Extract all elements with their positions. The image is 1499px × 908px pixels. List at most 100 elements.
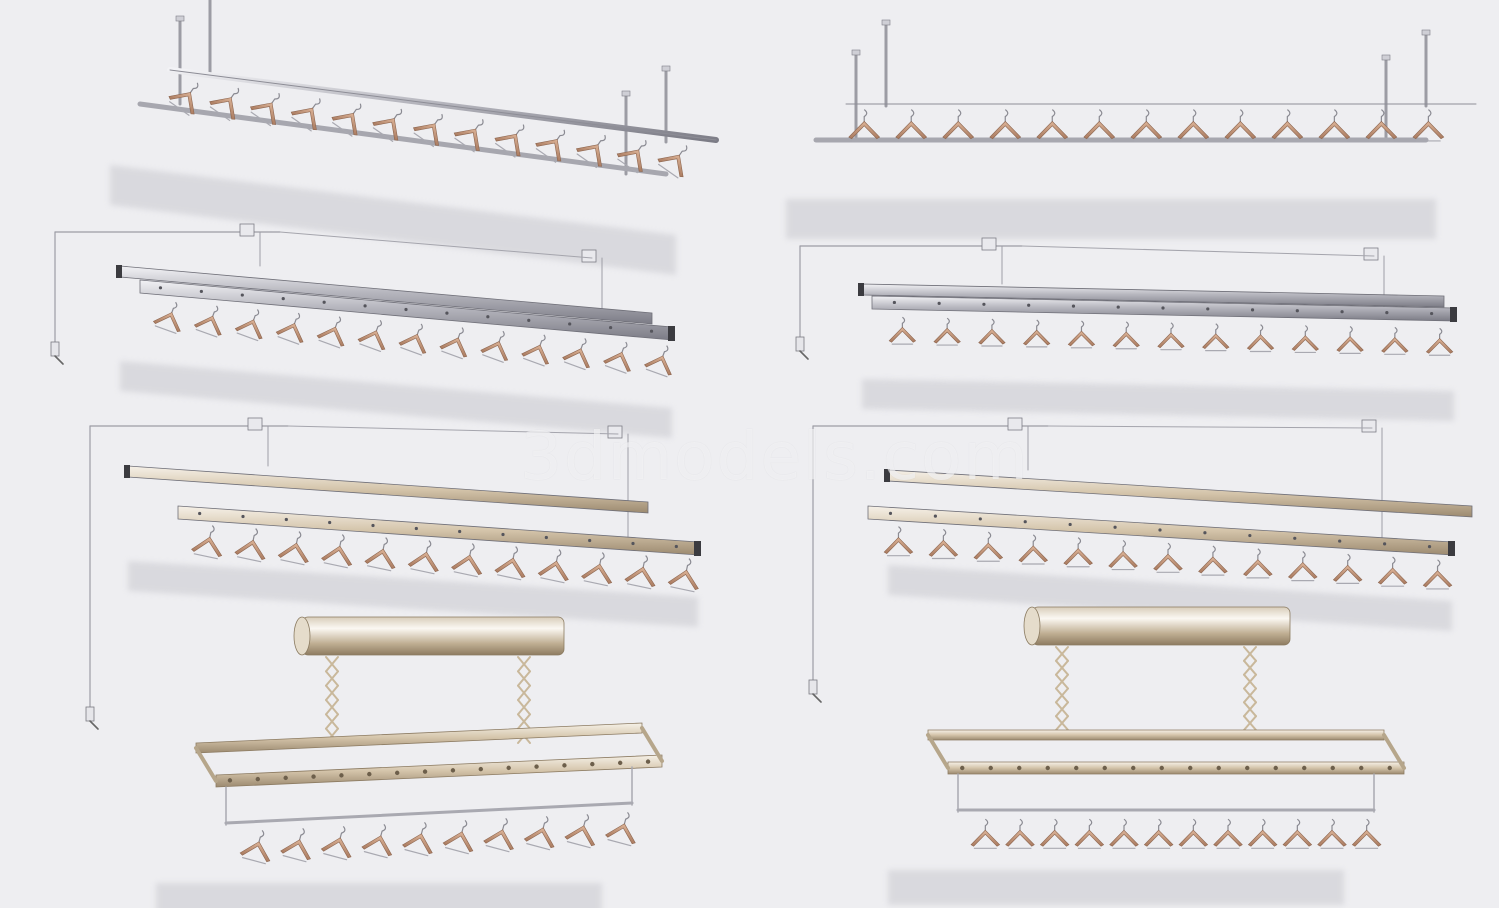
- hanger: [1039, 818, 1070, 849]
- bar-endcap: [694, 541, 701, 556]
- hanger-wood: [372, 118, 399, 141]
- hanger-bar: [576, 153, 598, 169]
- hanger-wood: [1074, 829, 1105, 847]
- hanger: [1202, 323, 1230, 352]
- frame-hole: [1131, 765, 1136, 771]
- hanger-wood: [1287, 561, 1318, 579]
- hanger-bar: [453, 571, 478, 578]
- ceiling-mount: [851, 49, 861, 56]
- hanger-wood: [364, 548, 396, 570]
- hanger: [451, 543, 483, 578]
- shadow-band: [156, 883, 602, 908]
- hanger-hook: [1170, 322, 1174, 330]
- hanger-hook: [1019, 818, 1023, 827]
- bar-hole: [1071, 304, 1076, 308]
- frame-hole: [1159, 765, 1164, 771]
- hanger-hook: [1262, 818, 1266, 827]
- hanger-bar: [291, 116, 312, 132]
- hanger-wood: [1291, 335, 1319, 351]
- hanger-wood: [234, 539, 266, 561]
- hanger-wood: [521, 344, 550, 365]
- hanger: [883, 526, 914, 557]
- hanger: [989, 109, 1022, 142]
- ceiling-mount: [1421, 29, 1431, 36]
- hanger: [624, 555, 656, 590]
- hanger-wood: [451, 554, 483, 576]
- hanger-hook: [1304, 325, 1309, 333]
- hanger-wood: [361, 835, 393, 857]
- hanger-bar: [236, 332, 259, 342]
- hanger: [412, 113, 443, 148]
- hanger-hook: [1167, 542, 1171, 551]
- hanger: [942, 109, 975, 142]
- hanger-wood: [1224, 120, 1257, 140]
- hanger-bar: [627, 583, 652, 590]
- hanger: [657, 145, 688, 179]
- scissor-arm: [1243, 701, 1257, 718]
- hanger: [523, 815, 555, 851]
- bar-hole: [1113, 525, 1117, 529]
- bar-hole: [937, 301, 941, 305]
- frame-hole: [1273, 765, 1278, 771]
- hanger-hook: [863, 109, 868, 118]
- hanger: [398, 323, 427, 356]
- hanger: [483, 817, 514, 853]
- hanger-hook: [418, 323, 423, 331]
- hanger: [250, 93, 280, 127]
- hanger-bar: [563, 361, 586, 371]
- hanger: [280, 827, 311, 863]
- bar-hole: [1206, 307, 1210, 311]
- hanger-hook: [1054, 818, 1058, 827]
- frame-hole: [534, 764, 539, 769]
- hanger: [480, 330, 509, 363]
- hanger-hook: [902, 316, 906, 324]
- frame-hole: [645, 759, 651, 764]
- hanger: [275, 312, 304, 345]
- hanger-wood: [1036, 120, 1069, 140]
- hanger: [973, 531, 1004, 562]
- hanger-hook: [1239, 109, 1244, 118]
- hanger: [168, 82, 199, 116]
- hanger: [494, 124, 525, 158]
- hanger: [442, 819, 474, 855]
- hanger-hook: [1331, 818, 1335, 827]
- hanger: [1198, 545, 1228, 576]
- scissor-arm: [1243, 673, 1257, 690]
- hanger-hook: [274, 93, 280, 100]
- hanger-hook: [396, 108, 403, 116]
- hanger-hook: [584, 813, 590, 822]
- pulley-box: [1007, 417, 1023, 431]
- bar-endcap: [1450, 307, 1457, 322]
- crank-handle: [89, 720, 99, 730]
- hanger-bar: [237, 556, 262, 563]
- hanger-wood: [483, 829, 514, 851]
- hanger-hook: [1051, 109, 1056, 118]
- hanger-wood: [1247, 829, 1278, 847]
- hanger-hook: [193, 82, 199, 90]
- frame-hole: [227, 778, 233, 783]
- hanger-hook: [557, 549, 562, 557]
- hanger-hook: [1286, 109, 1291, 118]
- bar-hole: [240, 293, 244, 297]
- floor-shadows: [110, 165, 1454, 908]
- hanger-wood: [1377, 567, 1408, 585]
- shadow-band: [110, 165, 676, 275]
- rack-hand-crank-gold-right: [808, 417, 1473, 703]
- hanger: [603, 341, 631, 374]
- frame-hole: [506, 765, 511, 771]
- hanger: [1318, 109, 1351, 142]
- bar-hole: [322, 300, 326, 304]
- bar-hole: [1203, 531, 1207, 535]
- frame-front-bar: [215, 754, 663, 788]
- frame-side: [194, 746, 218, 783]
- hanger-hook: [1122, 539, 1127, 548]
- hanger: [1271, 109, 1304, 142]
- frame-hole: [590, 761, 595, 767]
- hanger-bar: [445, 847, 469, 855]
- hanger-wood: [1351, 829, 1382, 847]
- hanger: [234, 309, 263, 342]
- bar-endcap: [124, 465, 130, 478]
- hanger-hook: [295, 312, 301, 320]
- hanger-bar: [413, 132, 435, 148]
- hanger-bar: [169, 101, 190, 116]
